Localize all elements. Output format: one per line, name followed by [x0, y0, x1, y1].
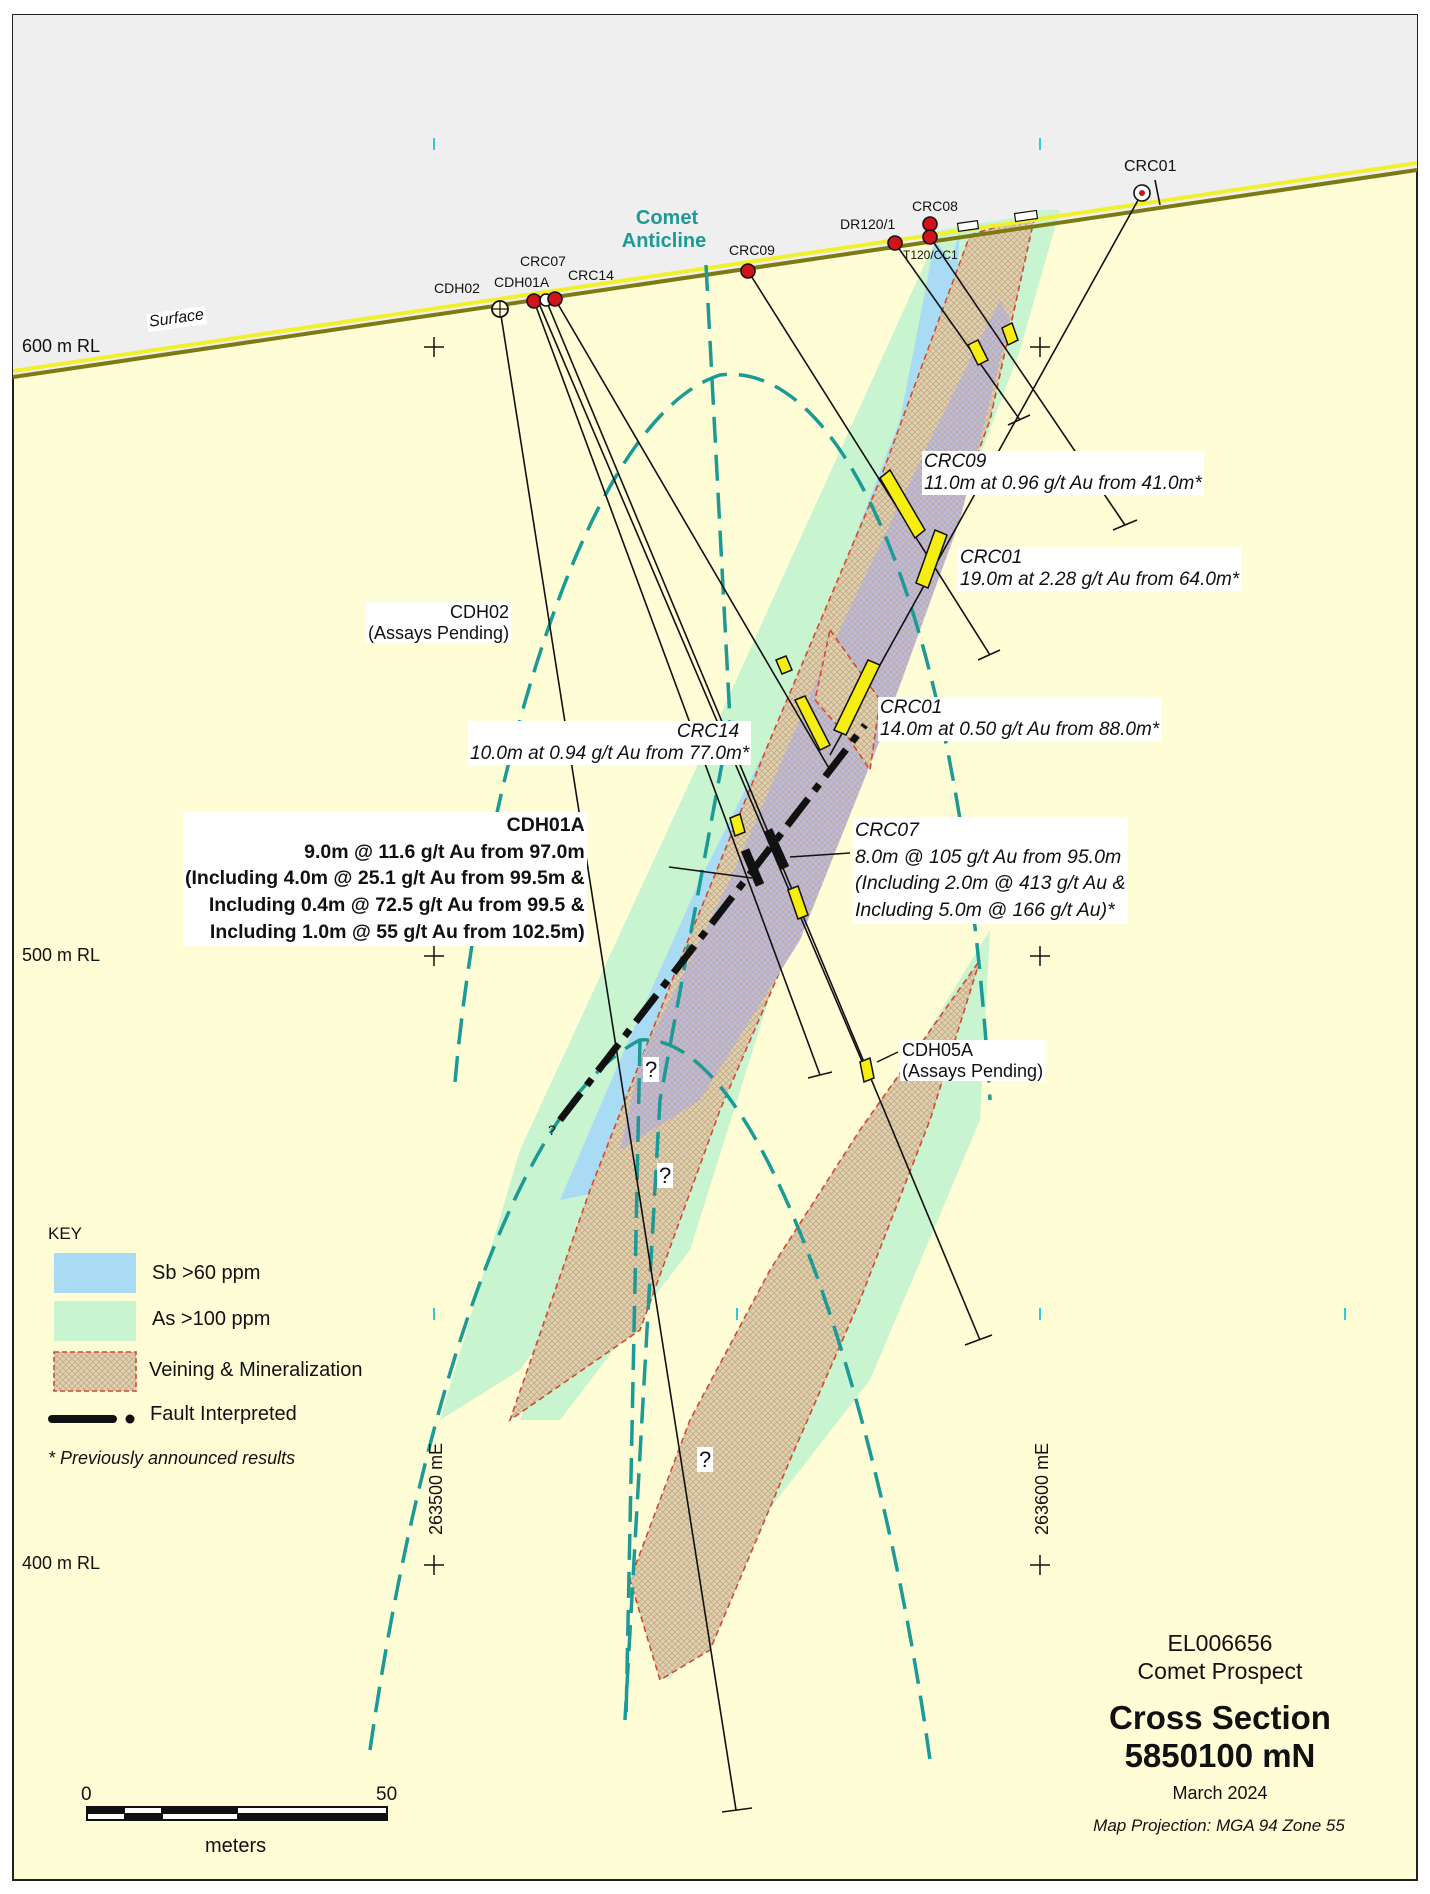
- legend-item-as: As >100 ppm: [152, 1308, 271, 1330]
- legend-swatch-veining: [53, 1351, 137, 1392]
- annotation-cdh02-hole: CDH02: [450, 602, 510, 622]
- easting-label-263500: 263500 mE: [426, 1442, 446, 1535]
- annotation-cdh02-status: (Assays Pending): [368, 622, 510, 643]
- collar-label-CRC01: CRC01: [1124, 158, 1177, 175]
- sb-zone: [560, 240, 980, 1200]
- map-projection: Map Projection: MGA 94 Zone 55: [1093, 1816, 1345, 1836]
- fault-interpreted: ?: [548, 722, 868, 1138]
- annotation-crc14-result: 10.0m at 0.94 g/t Au from 77.0m*: [470, 742, 750, 764]
- scale-bar-end: 50: [376, 1784, 398, 1805]
- annotation-crc09-result: 11.0m at 0.96 g/t Au from 41.0m*: [924, 472, 1202, 494]
- annotation-crc07-hole: CRC07: [855, 819, 919, 841]
- legend-item-fault: Fault Interpreted: [150, 1403, 297, 1425]
- anticline-label-line2: Anticline: [621, 230, 707, 252]
- annotation-cdh01a-line4: Including 1.0m @ 55 g/t Au from 102.5m): [209, 920, 585, 943]
- collar-CDH01A[interactable]: [526, 293, 542, 309]
- rl-label-400: 400 m RL: [22, 1553, 101, 1573]
- annotation-crc01-b: CRC01 14.0m at 0.50 g/t Au from 88.0m*: [878, 697, 1162, 741]
- legend-item-veining: Veining & Mineralization: [149, 1359, 363, 1381]
- anticline-label-line1: Comet: [635, 207, 699, 229]
- annotation-crc09-hole: CRC09: [924, 451, 987, 472]
- collar-CRC14[interactable]: [547, 291, 563, 307]
- rl-label-600: 600 m RL: [22, 336, 101, 356]
- scale-bar[interactable]: [86, 1806, 388, 1821]
- annotation-crc01-b-hole: CRC01: [880, 697, 943, 718]
- legend-swatch-as: [54, 1301, 136, 1341]
- annotation-crc01-a-hole: CRC01: [960, 547, 1023, 568]
- collar-label-CRC14: CRC14: [568, 267, 614, 283]
- annotation-crc01-a-result: 19.0m at 2.28 g/t Au from 64.0m*: [960, 568, 1240, 590]
- scale-bar-start: 0: [81, 1784, 92, 1805]
- title-block: EL006656 Comet Prospect Cross Section 58…: [1080, 1630, 1360, 1836]
- section-title: Cross Section: [1109, 1699, 1331, 1737]
- end-of-hole-ticks: [721, 179, 1161, 1813]
- grid-crosses: [424, 337, 1050, 1575]
- annotation-cdh05a-hole: CDH05A: [902, 1040, 974, 1060]
- collar-label-CRC07: CRC07: [520, 253, 566, 269]
- collar-T120-CC1[interactable]: [922, 229, 938, 245]
- collar-label-CDH01A: CDH01A: [494, 274, 550, 290]
- annotation-crc09: CRC09 11.0m at 0.96 g/t Au from 41.0m*: [922, 451, 1204, 495]
- sky-area: [13, 15, 1417, 377]
- grid-ticks: [433, 138, 1346, 1320]
- legend-swatch-sb: [54, 1253, 136, 1293]
- prospect-name: Comet Prospect: [1137, 1657, 1303, 1684]
- annotation-cdh01a: CDH01A 9.0m @ 11.6 g/t Au from 97.0m (In…: [183, 812, 587, 946]
- annotation-crc07-line2: (Including 2.0m @ 413 g/t Au &: [855, 872, 1126, 895]
- collar-label-CDH02: CDH02: [434, 280, 480, 296]
- annotation-crc07: CRC07 8.0m @ 105 g/t Au from 95.0m (Incl…: [853, 817, 1128, 924]
- annotation-cdh01a-line3: Including 0.4m @ 72.5 g/t Au from 99.5 &: [208, 894, 585, 917]
- annotation-cdh01a-hole: CDH01A: [506, 814, 585, 836]
- anticline-label: Comet Anticline: [622, 207, 712, 253]
- collar-label-CRC09: CRC09: [729, 242, 775, 258]
- collar-label-CRC08: CRC08: [912, 198, 958, 214]
- annotation-crc01-a: CRC01 19.0m at 2.28 g/t Au from 64.0m*: [958, 547, 1242, 591]
- legend-note: * Previously announced results: [48, 1448, 296, 1468]
- tenement-id: EL006656: [1167, 1630, 1273, 1656]
- surface-highlight: [13, 161, 1417, 373]
- collar-DR120-1[interactable]: [887, 235, 903, 251]
- annotation-crc07-line3: Including 5.0m @ 166 g/t Au)*: [855, 899, 1115, 922]
- annotation-cdh01a-line1: 9.0m @ 11.6 g/t Au from 97.0m: [304, 840, 585, 863]
- collar-CRC09[interactable]: [740, 263, 756, 279]
- annotation-crc01-b-result: 14.0m at 0.50 g/t Au from 88.0m*: [880, 718, 1160, 740]
- map-date: March 2024: [1172, 1783, 1268, 1804]
- leader-lines: [668, 852, 899, 1063]
- uncertainty-mark-3: ?: [697, 1447, 714, 1473]
- annotation-cdh01a-line2: (Including 4.0m @ 25.1 g/t Au from 99.5m…: [185, 867, 585, 890]
- uncertainty-mark-1: ?: [643, 1057, 660, 1083]
- annotation-cdh05a-status: (Assays Pending): [902, 1060, 1044, 1081]
- rl-label-500: 500 m RL: [22, 945, 101, 965]
- collar-label-DR120-1: DR120/1: [840, 216, 896, 232]
- annotation-crc14: CRC14 10.0m at 0.94 g/t Au from 77.0m*: [468, 721, 752, 765]
- drill-traces: [499, 192, 1143, 1811]
- surface-line: [13, 168, 1417, 379]
- legend-title: KEY: [48, 1224, 83, 1243]
- legend-item-sb: Sb >60 ppm: [152, 1262, 261, 1284]
- surface-structures: [956, 209, 1039, 233]
- collar-label-T120-CC1: T120/CC1: [903, 248, 958, 262]
- annotation-crc07-line1: 8.0m @ 105 g/t Au from 95.0m: [855, 845, 1122, 868]
- easting-label-263600: 263600 mE: [1032, 1442, 1052, 1535]
- collar-CRC08[interactable]: [922, 216, 938, 232]
- uncertainty-mark-2: ?: [657, 1163, 674, 1189]
- svg-text:?: ?: [548, 1122, 556, 1138]
- collar-CDH02[interactable]: [491, 300, 509, 318]
- annotation-cdh02: CDH02 (Assays Pending): [366, 602, 512, 644]
- annotation-crc14-hole: CRC14: [676, 721, 740, 742]
- section-northing: 5850100 mN: [1124, 1737, 1316, 1775]
- scale-bar-unit: meters: [205, 1835, 267, 1857]
- legend-swatch-fault: [48, 1414, 135, 1424]
- collar-CRC01[interactable]: [1133, 184, 1151, 202]
- assay-intervals: [729, 321, 1019, 1084]
- annotation-cdh05a: CDH05A (Assays Pending): [900, 1040, 1046, 1082]
